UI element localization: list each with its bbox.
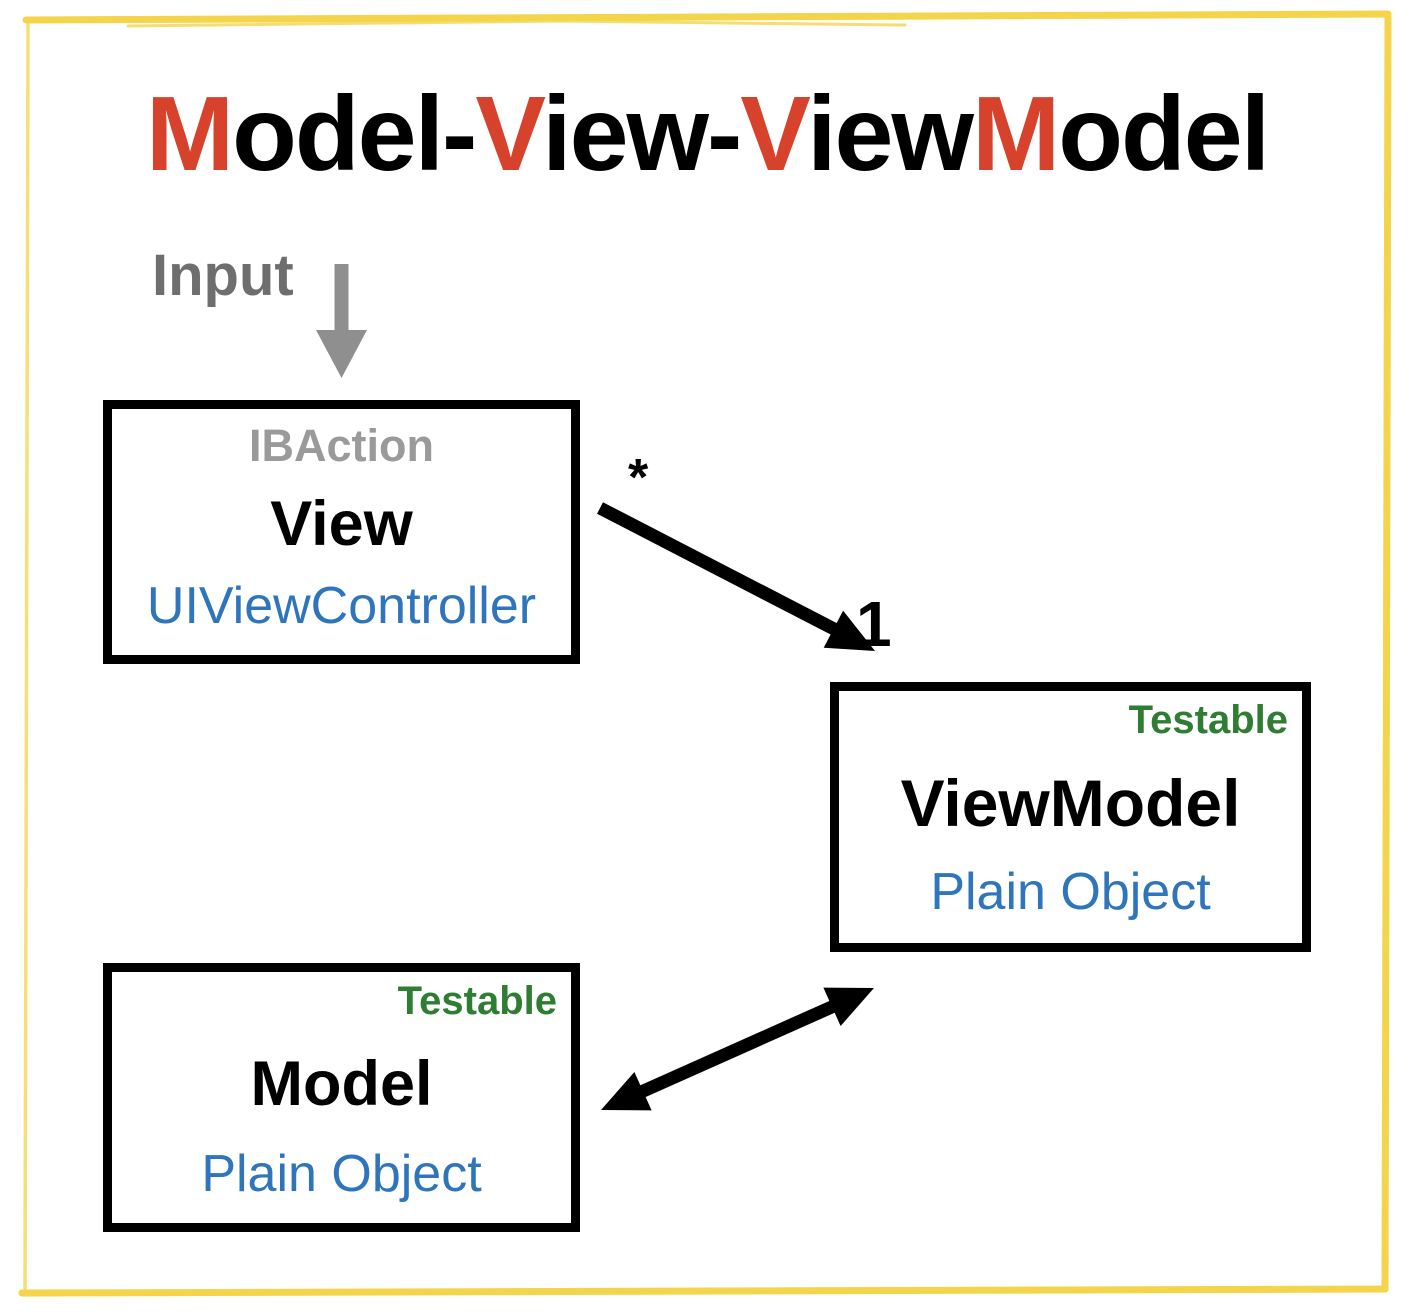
title-segment: odel (1058, 75, 1270, 193)
title-segment: iew (807, 75, 974, 193)
model-class-name: Model (250, 1049, 433, 1120)
yellow-frame-top-doubling (126, 19, 907, 28)
view-annotation-ibaction: IBAction (249, 420, 434, 471)
yellow-frame-left-edge (23, 20, 30, 1291)
view-annotation-uiviewcontroller: UIViewController (146, 576, 537, 635)
title-segment: odel- (232, 75, 477, 193)
yellow-frame-border (18, 10, 1392, 1297)
view-class-name: View (270, 488, 413, 559)
page-title: Model-View-ViewModel (0, 74, 1414, 195)
input-label: Input (152, 243, 294, 308)
model-viewmodel-arrow-head-down-icon (601, 1072, 652, 1111)
viewmodel-testable-badge: Testable (1128, 698, 1288, 742)
model-annotation-plain-object: Plain Object (201, 1144, 482, 1203)
viewmodel-box: Testable ViewModel Plain Object (830, 682, 1311, 952)
view-box: IBAction View UIViewController (103, 400, 580, 664)
title-segment: M (971, 75, 1060, 193)
viewmodel-annotation-plain-object: Plain Object (930, 862, 1211, 921)
input-arrow-head-icon (316, 330, 367, 378)
title-segment: V (475, 75, 544, 193)
view-to-viewmodel-arrow-head-icon (823, 610, 875, 651)
title-segment: V (740, 75, 809, 193)
model-viewmodel-arrow-shaft (637, 999, 838, 1099)
title-segment: iew- (542, 75, 742, 193)
title-segment: M (145, 75, 234, 193)
model-viewmodel-arrow-head-up-icon (823, 987, 874, 1026)
model-testable-badge: Testable (397, 979, 557, 1023)
view-to-viewmodel-arrow-shaft (597, 502, 839, 636)
multiplicity-star-label: * (628, 449, 649, 507)
viewmodel-class-name: ViewModel (900, 766, 1241, 841)
model-box: Testable Model Plain Object (103, 963, 580, 1232)
multiplicity-one-label: 1 (856, 588, 892, 660)
